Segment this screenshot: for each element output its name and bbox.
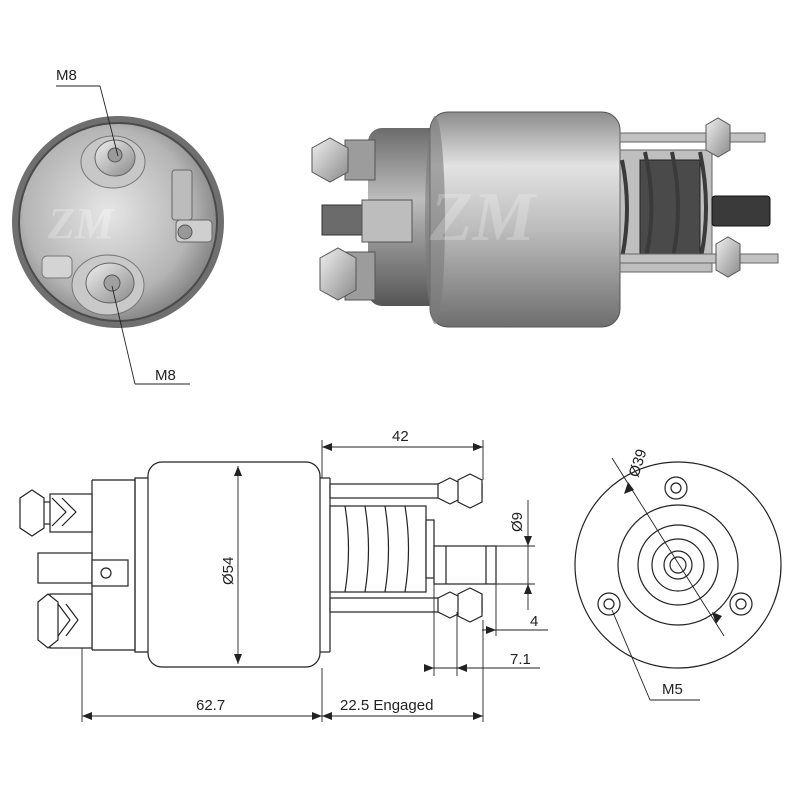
side-elevation-drawing: [19, 461, 497, 668]
photo-side-view: ZM: [311, 111, 779, 328]
dim-body-length: 62.7: [196, 697, 225, 714]
drawing-plunger: [433, 545, 497, 585]
mount-hole-right: [729, 592, 753, 616]
upper-mount-stud: [619, 132, 766, 143]
dim-mount-thread: M5: [662, 681, 683, 698]
front-flange: [617, 504, 739, 626]
top-terminal-stud: [80, 135, 146, 189]
bottom-terminal-label: M8: [155, 367, 176, 384]
front-view-drawing: [574, 461, 782, 669]
top-terminal-label: M8: [56, 67, 77, 84]
dim-plunger-diameter: Ø9: [509, 512, 526, 532]
dim-body-diameter: Ø54: [220, 557, 237, 585]
upper-terminal-nut: [311, 137, 376, 183]
spade-terminal: [321, 199, 413, 243]
lower-terminal-nut: [319, 247, 376, 301]
dim-stroke-engaged: 22.5 Engaged: [340, 697, 433, 714]
logo-watermark: ZM: [47, 199, 116, 248]
field-terminal: [171, 169, 213, 243]
lower-mount-stud: [619, 253, 779, 264]
front-view-dimensions: Ø39 M5: [611, 447, 725, 701]
side-elevation-dimensions: Ø54 42 62.7 22.5 Engaged Ø9 4: [81, 428, 548, 722]
bottom-terminal-stud: [41, 254, 145, 316]
dim-plunger-offset: 4: [530, 613, 538, 630]
photo-end-view: ZM M8 M8: [12, 67, 224, 385]
plunger-tip: [711, 195, 771, 227]
front-outline: [574, 461, 782, 669]
dim-plunger-tip: 7.1: [510, 651, 531, 668]
dim-plunger-section: 42: [392, 428, 409, 445]
drawing-body: [147, 461, 321, 668]
mount-hole-left: [597, 592, 621, 616]
return-spring: [620, 151, 708, 263]
logo-watermark-side: ZM: [429, 179, 538, 256]
mount-hole-top: [664, 476, 688, 500]
